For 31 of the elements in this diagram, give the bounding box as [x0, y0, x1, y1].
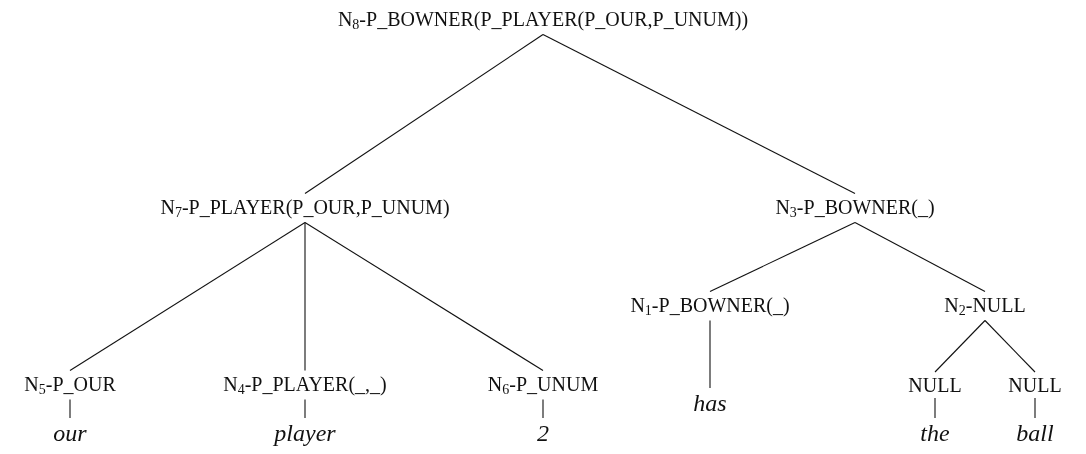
word-label: player: [274, 419, 336, 446]
word-label: the: [920, 419, 950, 446]
tree-branch-line: [304, 398, 306, 419]
tree-branch-line: [69, 221, 306, 372]
tree-branch-line: [709, 221, 856, 293]
category-label: NULL: [1008, 374, 1062, 396]
category-label: NULL: [908, 374, 962, 396]
tree-branch-line: [1034, 397, 1036, 419]
category-label: N$_{5}$-P_OUR: [24, 372, 116, 395]
word-label: ball: [1016, 419, 1054, 446]
category-label: N$_{2}$-NULL: [944, 293, 1026, 316]
tree-branch-line: [304, 221, 544, 372]
tree-branch-line: [709, 319, 711, 389]
tree-branch-line: [934, 319, 986, 373]
category-label: N$_{6}$-P_UNUM: [487, 372, 599, 395]
tree-branch-line: [69, 398, 71, 419]
tree-branch-line: [304, 33, 544, 195]
category-label: N$_{4}$-P_PLAYER(_,_): [223, 372, 387, 395]
category-label: N$_{8}$-P_BOWNER(P_PLAYER(P_OUR,P_UNUM)): [337, 7, 749, 30]
tree-branch-line: [304, 221, 306, 372]
word-label: has: [693, 389, 727, 416]
word-label: our: [53, 419, 87, 446]
category-label: N$_{3}$-P_BOWNER(_): [775, 195, 935, 218]
category-label: N$_{1}$-P_BOWNER(_): [630, 293, 790, 316]
category-label: N$_{7}$-P_PLAYER(P_OUR,P_UNUM): [160, 195, 450, 218]
word-label: 2: [537, 419, 549, 446]
tree-branch-line: [984, 319, 1036, 373]
tree-branch-line: [854, 221, 986, 293]
tree-branch-line: [542, 33, 856, 195]
tree-branch-line: [934, 397, 936, 419]
tree-branch-line: [542, 398, 544, 419]
